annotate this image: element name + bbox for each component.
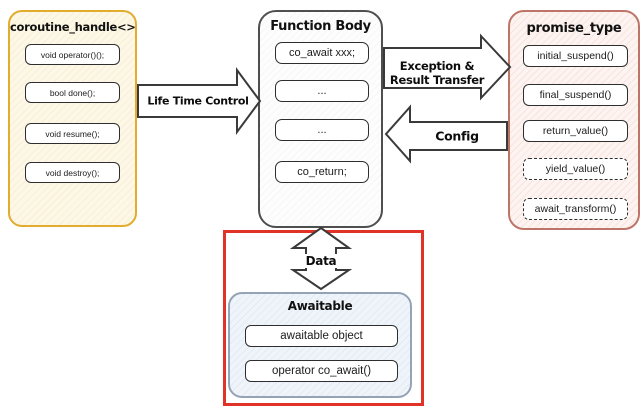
promise-method-await-transform: await_transform() [523, 198, 628, 220]
function-stmt-co-await: co_await xxx; [275, 42, 369, 64]
exception-label-line1: Exception & [399, 59, 475, 73]
promise-type-box: promise_type initial_suspend() final_sus… [508, 10, 640, 230]
config-label: Config [435, 128, 479, 144]
function-stmt-ellipsis-1: ... [275, 80, 369, 102]
promise-type-title: promise_type [526, 21, 622, 36]
function-body-box: Function Body co_await xxx; ... ... co_r… [258, 10, 383, 228]
awaitable-title: Awaitable [287, 299, 353, 313]
life-time-control-label: Life Time Control [147, 94, 249, 108]
exception-result-transfer-label: Exception & Result Transfer [390, 59, 484, 87]
promise-method-final-suspend: final_suspend() [523, 84, 628, 106]
life-time-control-arrow [137, 66, 262, 136]
coroutine-method-resume: void resume(); [25, 123, 120, 144]
config-arrow [384, 104, 508, 164]
coroutine-method-done: bool done(); [25, 82, 120, 103]
awaitable-box: Awaitable awaitable object operator co_a… [228, 292, 412, 398]
coroutine-method-operator: void operator()(); [25, 44, 120, 65]
awaitable-object-item: awaitable object [245, 325, 398, 347]
function-stmt-co-return: co_return; [275, 161, 369, 183]
function-body-title: Function Body [270, 19, 371, 34]
exception-label-line2: Result Transfer [389, 73, 485, 87]
promise-method-initial-suspend: initial_suspend() [523, 45, 628, 67]
coroutine-method-destroy: void destroy(); [25, 162, 120, 183]
awaitable-operator-co-await-item: operator co_await() [245, 360, 398, 382]
exception-result-transfer-arrow [383, 33, 512, 101]
data-label: Data [302, 254, 340, 268]
promise-method-yield-value: yield_value() [523, 158, 628, 180]
coroutine-handle-box: coroutine_handle<> void operator()(); bo… [8, 10, 137, 227]
coroutine-handle-title: coroutine_handle<> [10, 20, 136, 34]
function-stmt-ellipsis-2: ... [275, 119, 369, 141]
promise-method-return-value: return_value() [523, 120, 628, 142]
